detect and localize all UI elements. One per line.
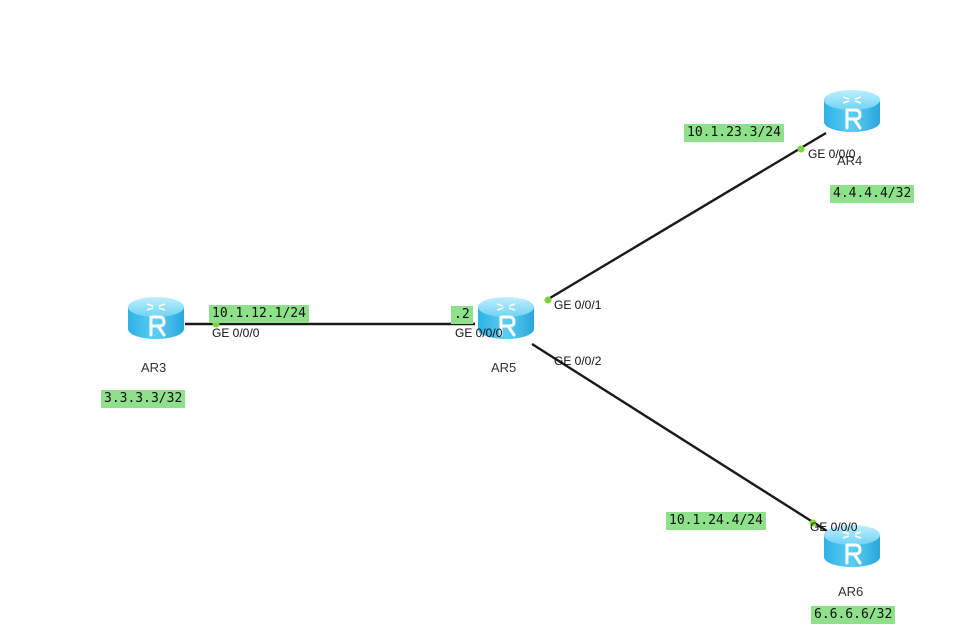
port-label-ar5-ge000: GE 0/0/0: [455, 326, 503, 340]
ip-label-link-ar3-ar5: 10.1.12.1/24: [209, 305, 309, 323]
ip-label-link-ar5-ar6: 10.1.24.4/24: [666, 512, 766, 530]
router-icon: [126, 295, 186, 341]
ip-label-ar3-loopback: 3.3.3.3/32: [101, 390, 186, 408]
ip-label-ar4-loopback: 4.4.4.4/32: [830, 185, 915, 203]
port-label-ar4-ge000: GE 0/0/0: [808, 147, 856, 161]
link-ar5-ar4[interactable]: [544, 131, 827, 303]
port-dot-ar4-ge000: [797, 145, 805, 153]
ip-label-link-ar5-ar4: 10.1.23.3/24: [684, 124, 784, 142]
router-icon: [822, 88, 882, 134]
router-ar5-name: AR5: [491, 360, 517, 375]
port-label-ar3-ge000: GE 0/0/0: [212, 326, 260, 340]
ip-label-ar5-suffix: .2: [451, 306, 473, 324]
port-dot-ar5-ge001: [544, 296, 552, 304]
router-ar6-name: AR6: [838, 584, 864, 599]
router-ar3-name: AR3: [141, 360, 167, 375]
link-ar5-ar6[interactable]: [531, 342, 828, 533]
router-ar4-name: AR4: [837, 153, 863, 168]
port-label-ar5-ge001: GE 0/0/1: [554, 298, 602, 312]
port-dot-ar6-ge000: [809, 519, 817, 527]
router-ar3[interactable]: [125, 295, 187, 341]
router-ar4[interactable]: [821, 88, 883, 134]
ip-label-ar6-loopback: 6.6.6.6/32: [811, 606, 896, 624]
port-label-ar6-ge000: GE 0/0/0: [810, 520, 858, 534]
port-label-ar5-ge002: GE 0/0/2: [554, 354, 602, 368]
